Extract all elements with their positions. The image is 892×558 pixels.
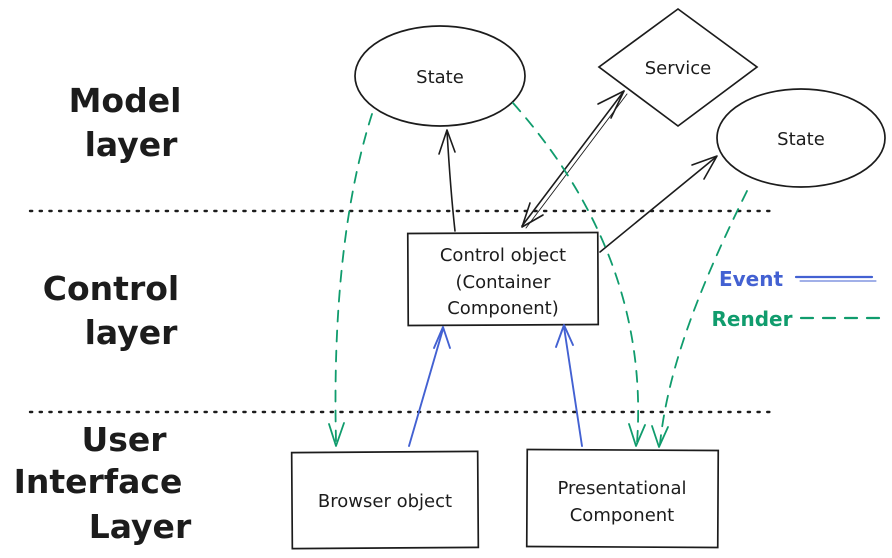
state-right-label: State xyxy=(777,129,825,150)
ui-layer-label-line2: Interface xyxy=(14,462,183,501)
control-object-box xyxy=(406,231,600,327)
node-labels: State Service State Control object (Cont… xyxy=(318,58,825,526)
model-layer-label-line1: Model xyxy=(69,81,182,120)
control-object-label-line3: Component) xyxy=(447,298,559,319)
render-arrow-state-left-to-browser-head xyxy=(328,422,345,447)
control-layer-label-line1: Control xyxy=(43,269,179,308)
presentational-component-label-line1: Presentational xyxy=(557,478,686,499)
render-arrow-state-left-to-presentational xyxy=(512,102,639,444)
service-diamond xyxy=(597,7,759,128)
arrow-control-service-line xyxy=(521,90,625,227)
event-arrow-presentational-to-control-head xyxy=(555,324,574,348)
presentational-component-box xyxy=(525,448,720,549)
model-layer-label-line2: layer xyxy=(85,125,178,164)
arrow-control-to-state-left-head xyxy=(438,129,456,155)
render-arrow-state-left-to-browser xyxy=(334,113,373,442)
event-arrow-browser-to-control-head xyxy=(433,326,451,349)
legend-render-label: Render xyxy=(712,307,793,331)
state-left-label: State xyxy=(416,67,464,88)
layer-labels: Model layer Control layer User Interface… xyxy=(14,81,192,546)
control-layer-label-line2: layer xyxy=(85,313,178,352)
control-object-label-line1: Control object xyxy=(440,245,566,266)
legend-event-label: Event xyxy=(719,267,784,291)
arrow-control-service-head-top xyxy=(597,90,625,119)
arrow-control-to-state-right-head xyxy=(691,155,718,180)
presentational-component-label-line2: Component xyxy=(570,505,675,526)
shape-layer xyxy=(290,7,886,550)
browser-object-box xyxy=(290,450,480,550)
service-label: Service xyxy=(645,58,712,79)
render-arrow-state-right-to-presentational xyxy=(659,190,748,445)
browser-object-label: Browser object xyxy=(318,491,452,512)
arrow-control-to-state-right xyxy=(599,156,717,253)
state-right-ellipse xyxy=(716,88,886,188)
render-arrows xyxy=(328,102,748,448)
arrow-control-to-state-left xyxy=(446,130,456,232)
ui-layer-label-line1: User xyxy=(81,420,167,459)
arrow-control-service-head-bottom xyxy=(521,202,544,228)
state-left-ellipse xyxy=(354,25,526,127)
ui-layer-label-line3: Layer xyxy=(89,507,192,546)
legend-event-line xyxy=(794,275,877,282)
render-arrow-state-left-to-presentational-head xyxy=(628,423,646,447)
legend: Event Render xyxy=(712,267,884,331)
event-arrows xyxy=(408,324,583,447)
render-arrow-state-right-to-presentational-head xyxy=(651,425,669,448)
event-arrow-presentational-to-control xyxy=(563,326,583,447)
event-arrow-browser-to-control xyxy=(408,328,444,447)
arrow-control-service-line2 xyxy=(525,93,628,229)
structural-arrows xyxy=(438,90,718,253)
control-object-label-line2: (Container xyxy=(456,272,552,293)
